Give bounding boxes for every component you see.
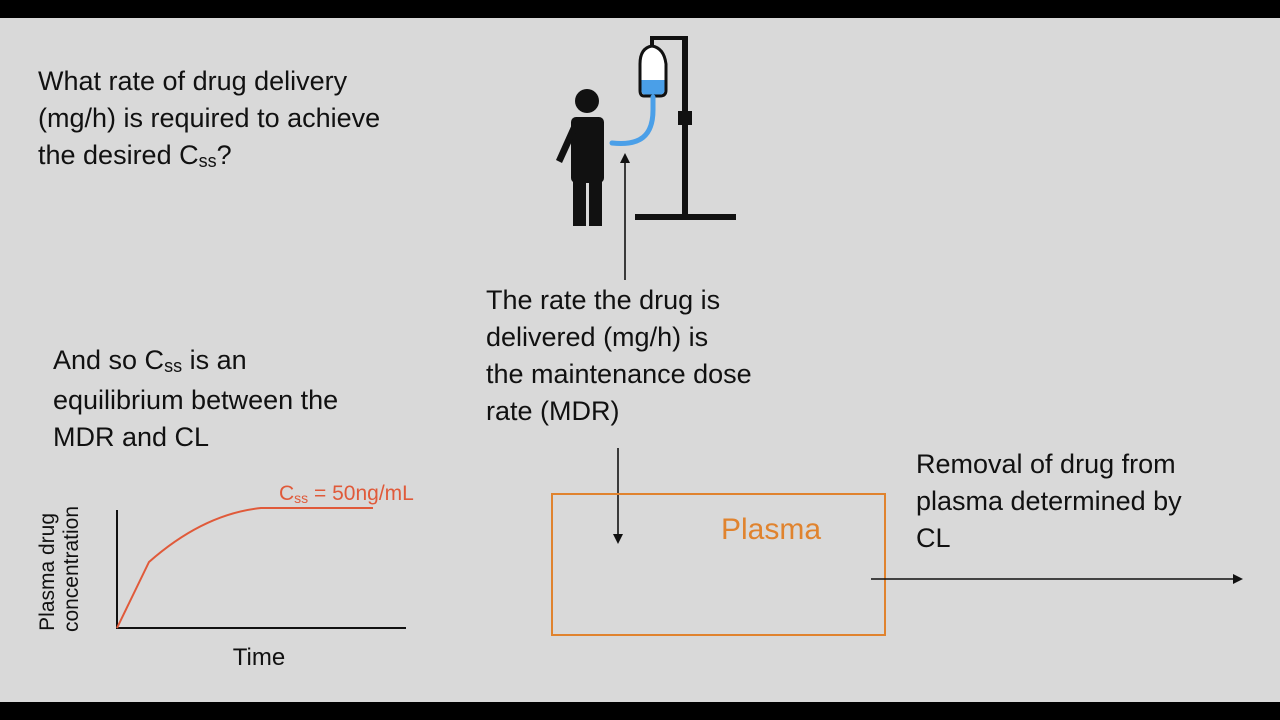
css-annotation: Css = 50ng/mL [279, 482, 414, 506]
removal-label-line-2: plasma determined by [916, 486, 1182, 516]
concentration-chart: Time Plasma drug concentration Css = 50n… [36, 482, 414, 671]
equilibrium-text: And so Css is an equilibrium between the… [53, 342, 338, 456]
removal-label-line-3: CL [916, 523, 951, 553]
removal-label: Removal of drug from plasma determined b… [916, 446, 1182, 557]
mdr-label-line-3: the maintenance dose [486, 359, 752, 389]
equilibrium-line-3: MDR and CL [53, 422, 210, 452]
question-line-3: the desired Css? [38, 140, 232, 171]
slide: What rate of drug delivery (mg/h) is req… [0, 18, 1280, 702]
iv-tube [609, 94, 656, 147]
y-axis-label: Plasma drug concentration [36, 506, 83, 632]
equilibrium-line-1: And so Css is an [53, 345, 247, 376]
mdr-label-line-2: delivered (mg/h) is [486, 322, 709, 352]
concentration-curve [116, 507, 373, 629]
iv-fluid [641, 80, 665, 95]
equilibrium-line-2: equilibrium between the [53, 385, 339, 415]
mdr-label-line-4: rate (MDR) [486, 396, 620, 426]
mdr-label: The rate the drug is delivered (mg/h) is… [486, 282, 752, 430]
removal-label-line-1: Removal of drug from [916, 449, 1176, 479]
plasma-box [551, 493, 886, 636]
x-axis-label: Time [233, 644, 285, 671]
iv-drip-icon [609, 36, 736, 220]
mdr-label-line-1: The rate the drug is [486, 285, 721, 315]
question-line-1: What rate of drug delivery [38, 66, 348, 96]
diagram-canvas: Plasma Time Plasma drug concentration Cs… [36, 36, 1243, 671]
person-icon [556, 89, 604, 226]
question-text: What rate of drug delivery (mg/h) is req… [38, 63, 380, 177]
question-line-2: (mg/h) is required to achieve [38, 103, 381, 133]
plasma-label: Plasma [721, 513, 821, 546]
